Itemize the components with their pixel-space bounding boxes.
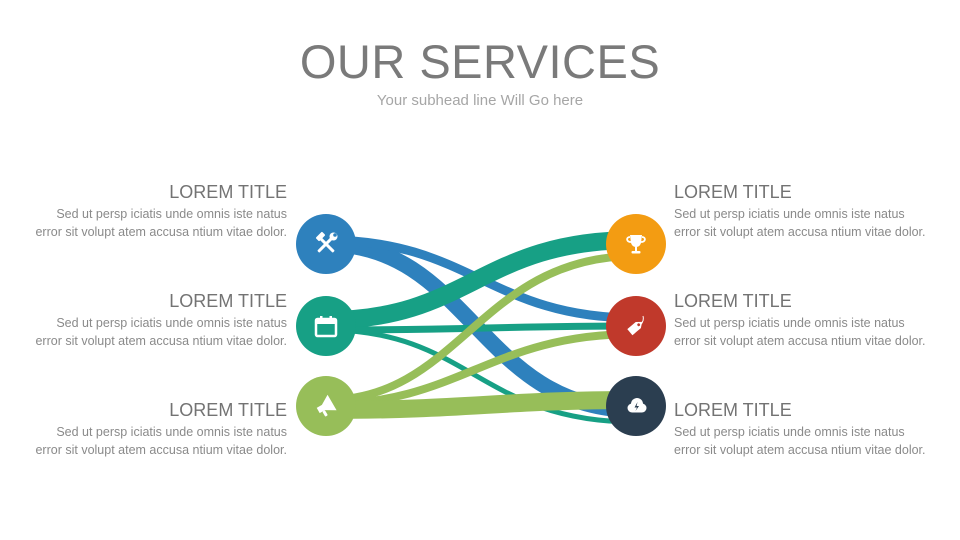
right-item-3: LOREM TITLE Sed ut persp iciatis unde om…	[674, 399, 934, 459]
node-trophy	[606, 214, 666, 274]
node-megaphone	[296, 376, 356, 436]
flow-green-to-navy	[325, 391, 637, 419]
megaphone-icon	[316, 394, 337, 417]
item-description: Sed ut persp iciatis unde omnis iste nat…	[35, 316, 287, 348]
left-item-1: LOREM TITLE Sed ut persp iciatis unde om…	[27, 181, 287, 241]
item-description: Sed ut persp iciatis unde omnis iste nat…	[35, 425, 287, 457]
node-tools	[296, 214, 356, 274]
item-title: LOREM TITLE	[169, 400, 287, 420]
right-item-1: LOREM TITLE Sed ut persp iciatis unde om…	[674, 181, 934, 241]
item-title: LOREM TITLE	[169, 291, 287, 311]
item-title: LOREM TITLE	[674, 291, 792, 311]
item-description: Sed ut persp iciatis unde omnis iste nat…	[674, 316, 926, 348]
item-title: LOREM TITLE	[674, 400, 792, 420]
left-item-2: LOREM TITLE Sed ut persp iciatis unde om…	[27, 290, 287, 350]
tools-icon	[315, 231, 338, 253]
flow-teal-to-red	[325, 322, 637, 334]
item-description: Sed ut persp iciatis unde omnis iste nat…	[674, 425, 926, 457]
right-item-2: LOREM TITLE Sed ut persp iciatis unde om…	[674, 290, 934, 350]
flow-teal-to-orange	[325, 231, 637, 329]
page-title: OUR SERVICES	[299, 35, 661, 88]
trophy-icon	[626, 235, 646, 254]
item-title: LOREM TITLE	[674, 182, 792, 202]
calendar-icon	[314, 316, 338, 338]
page-subtitle: Your subhead line Will Go here	[376, 92, 584, 109]
price-tag-icon	[627, 315, 644, 336]
item-title: LOREM TITLE	[169, 182, 287, 202]
flow-teal-to-navy	[325, 327, 637, 425]
left-item-3: LOREM TITLE Sed ut persp iciatis unde om…	[27, 399, 287, 459]
node-cloud	[606, 376, 666, 436]
node-price-tag	[606, 296, 666, 356]
node-calendar	[296, 296, 356, 356]
item-description: Sed ut persp iciatis unde omnis iste nat…	[35, 207, 287, 239]
flow-green-to-orange	[325, 252, 637, 404]
item-description: Sed ut persp iciatis unde omnis iste nat…	[674, 207, 926, 239]
cloud-lightning-icon	[627, 398, 647, 413]
